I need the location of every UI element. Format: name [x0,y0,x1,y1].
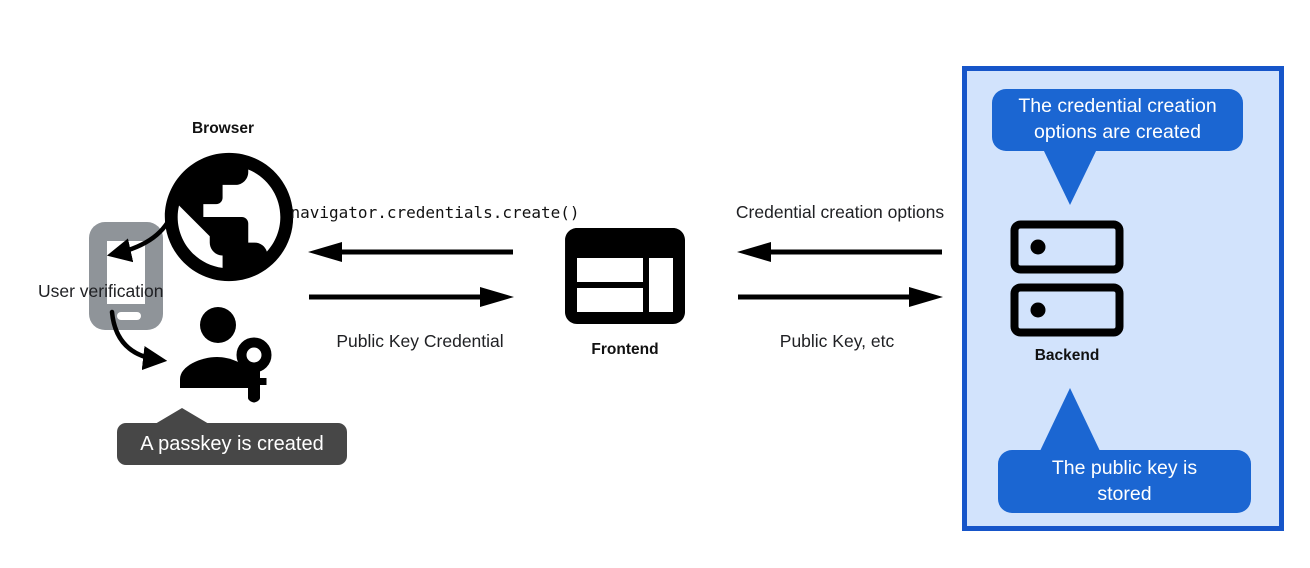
arrow-frontend-to-backend [738,287,943,307]
browser-window-icon [565,228,685,324]
backend-bottom-bubble-text: The public key is stored [1051,456,1198,505]
server-stack-icon [1010,220,1124,337]
person-with-key-icon [180,307,272,403]
tooltip-tail-up [155,408,209,424]
smartphone-icon [89,222,163,330]
backend-panel: The credential creation options are crea… [962,66,1284,531]
bubble-tail-down [1043,149,1097,205]
frontend-label: Frontend [591,341,659,358]
arrow-browser-to-frontend [309,287,514,307]
credential-creation-options-label: Credential creation options [735,202,945,222]
browser-label: Browser [191,120,255,137]
globe-icon [164,152,294,282]
backend-top-bubble: The credential creation options are crea… [992,89,1243,151]
public-key-etc-label: Public Key, etc [779,331,895,351]
user-verification-label: User verification [38,281,164,301]
backend-bottom-bubble: The public key is stored [998,450,1251,513]
arrow-backend-to-frontend [737,242,942,262]
bubble-tail-up [1040,388,1100,451]
arrow-frontend-to-browser [308,242,513,262]
backend-top-bubble-text: The credential creation options are crea… [1018,95,1217,143]
passkey-tooltip: A passkey is created [117,408,347,465]
create-call-label: navigator.credentials.create() [290,203,580,222]
passkey-tooltip-text: A passkey is created [140,433,324,455]
backend-label: Backend [1034,347,1100,364]
public-key-credential-label: Public Key Credential [336,331,504,351]
